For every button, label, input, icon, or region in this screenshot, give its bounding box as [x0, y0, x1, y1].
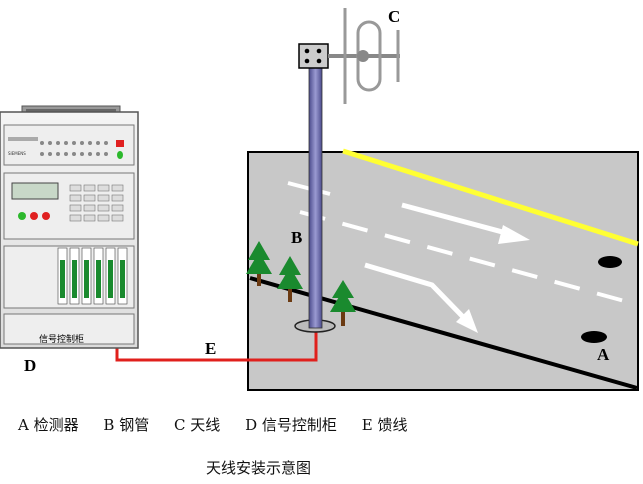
signal-cabinet: SIEMENS: [0, 106, 138, 348]
legend-item-e: E 馈线: [362, 416, 408, 434]
legend-item-b: B 钢管: [103, 416, 149, 434]
road-section: [248, 151, 638, 390]
label-feeder: E: [205, 339, 216, 358]
legend-item-a: A 检测器: [18, 416, 79, 434]
label-antenna: C: [388, 7, 400, 26]
detector-loop-1: [598, 256, 622, 268]
detector-loop-2: [581, 331, 607, 343]
legend-item-c: C 天线: [174, 416, 220, 434]
diagram-caption: 天线安装示意图: [0, 457, 643, 478]
label-detector: A: [597, 345, 610, 364]
legend: A 检测器 B 钢管 C 天线 D 信号控制柜 E 馈线: [18, 414, 618, 435]
cabinet-label: 信号控制柜: [39, 333, 84, 345]
antenna-mount-box: [299, 44, 328, 68]
label-cabinet: D: [24, 356, 36, 375]
label-steel-pipe: B: [291, 228, 302, 247]
legend-item-d: D 信号控制柜: [245, 416, 337, 434]
svg-text:SIEMENS: SIEMENS: [8, 151, 26, 156]
